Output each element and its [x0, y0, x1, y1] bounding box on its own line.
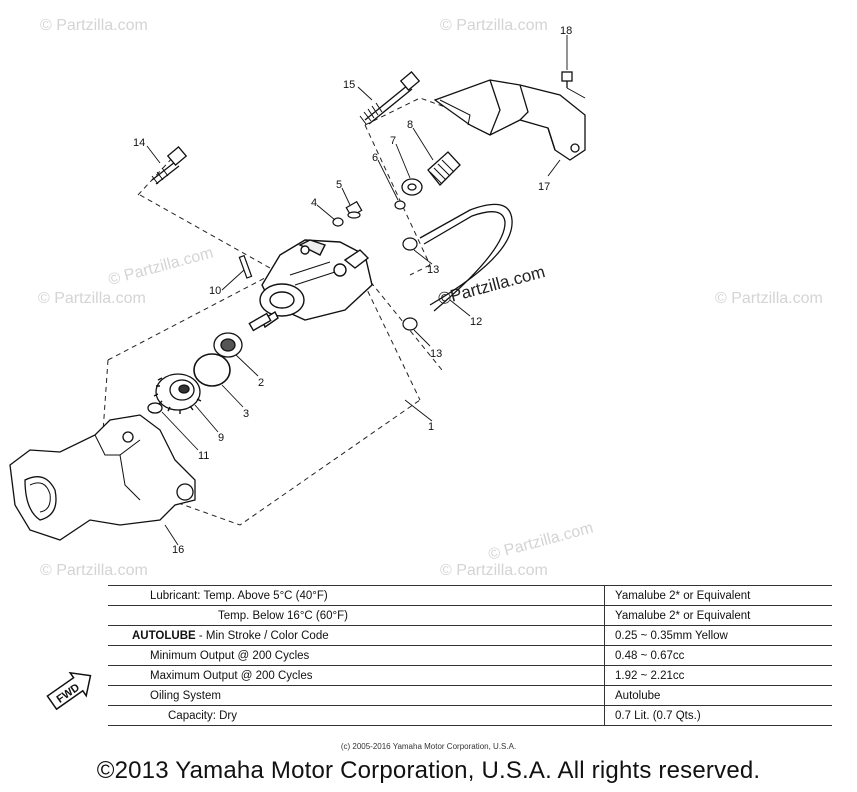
- table-row: Capacity: Dry 0.7 Lit. (0.7 Qts.): [108, 705, 832, 726]
- callout-8: 8: [407, 119, 413, 131]
- callout-2: 2: [258, 377, 264, 389]
- callout-13-lower: 13: [430, 348, 442, 360]
- spec-label: AUTOLUBE - Min Stroke / Color Code: [108, 625, 605, 646]
- spec-value: 0.48 ~ 0.67cc: [604, 645, 832, 666]
- bracket-17: [433, 79, 586, 161]
- watermark: © Partzilla.com: [40, 17, 148, 34]
- watermark: © Partzilla.com: [440, 562, 548, 579]
- spec-value: Autolube: [604, 685, 832, 706]
- ring-6: [394, 200, 406, 210]
- table-row: Minimum Output @ 200 Cycles 0.48 ~ 0.67c…: [108, 645, 832, 666]
- watermark: © Partzilla.com: [715, 290, 823, 307]
- callout-labels: 1 2 3 4 5 6 7 8 9 10 11 12 13 13 14 15 1…: [133, 25, 572, 556]
- callout-6: 6: [372, 152, 378, 164]
- autolube-label: AUTOLUBE: [132, 629, 196, 642]
- table-row: Lubricant: Temp. Above 5°C (40°F) Yamalu…: [108, 585, 832, 606]
- callout-5: 5: [336, 179, 342, 191]
- spec-label-suffix: - Min Stroke / Color Code: [195, 629, 329, 642]
- spec-value: 0.7 Lit. (0.7 Qts.): [604, 705, 832, 726]
- washer-4: [332, 217, 344, 227]
- spec-label: Temp. Below 16°C (60°F): [108, 605, 605, 626]
- spec-value: Yamalube 2* or Equivalent: [604, 585, 832, 606]
- fitting-8: [427, 151, 461, 186]
- watermark: © Partzilla.com: [40, 562, 148, 579]
- callout-13-upper: 13: [427, 264, 439, 276]
- fwd-arrow-icon: FWD: [46, 671, 92, 711]
- spec-label: Maximum Output @ 200 Cycles: [108, 665, 605, 686]
- washer-7: [401, 178, 423, 196]
- hose-clip-13: [402, 237, 418, 331]
- bolt-5: [345, 200, 363, 219]
- callout-9: 9: [218, 432, 224, 444]
- watermark: © Partzilla.com: [487, 520, 596, 564]
- oil-pump-exploded-diagram: © Partzilla.com © Partzilla.com © Partzi…: [9, 17, 823, 579]
- table-row: Maximum Output @ 200 Cycles 1.92 ~ 2.21c…: [108, 665, 832, 686]
- oil-hose-12: [419, 203, 513, 312]
- watermark: © Partzilla.com: [107, 245, 216, 289]
- callout-10: 10: [209, 285, 221, 297]
- callout-1: 1: [428, 421, 434, 433]
- callout-3: 3: [243, 408, 249, 420]
- spec-label: Lubricant: Temp. Above 5°C (40°F): [108, 585, 605, 606]
- spec-value: Yamalube 2* or Equivalent: [604, 605, 832, 626]
- drive-gear-9: [153, 373, 202, 414]
- spec-label: Minimum Output @ 200 Cycles: [108, 645, 605, 666]
- spec-label: Capacity: Dry: [108, 705, 605, 726]
- o-ring-3: [193, 353, 231, 387]
- table-row: Temp. Below 16°C (60°F) Yamalube 2* or E…: [108, 605, 832, 626]
- leader-lines: [146, 35, 568, 546]
- callout-16: 16: [172, 544, 184, 556]
- table-row: Oiling System Autolube: [108, 685, 832, 706]
- pin-10: [238, 254, 253, 279]
- callout-11: 11: [198, 450, 209, 462]
- table-row: AUTOLUBE - Min Stroke / Color Code 0.25 …: [108, 625, 832, 646]
- lubrication-spec-table: Lubricant: Temp. Above 5°C (40°F) Yamalu…: [108, 585, 832, 726]
- spec-value: 1.92 ~ 2.21cc: [604, 665, 832, 686]
- spec-label: Oiling System: [108, 685, 605, 706]
- watermark: © Partzilla.com: [38, 290, 146, 307]
- bolt-14: [151, 145, 188, 185]
- callout-15: 15: [343, 79, 355, 91]
- oil-pump-body: [248, 239, 373, 332]
- small-copyright-notice: (c) 2005-2016 Yamaha Motor Corporation, …: [340, 742, 517, 751]
- clip-11: [147, 402, 163, 414]
- callout-14: 14: [133, 137, 145, 149]
- bolt-15: [359, 70, 421, 125]
- housing-16: [9, 414, 196, 541]
- callout-4: 4: [311, 197, 317, 209]
- watermark: © Partzilla.com: [440, 17, 548, 34]
- callout-18: 18: [560, 25, 572, 37]
- callout-12: 12: [470, 316, 482, 328]
- oil-seal-2: [213, 332, 243, 358]
- callout-7: 7: [390, 135, 396, 147]
- bolt-18: [561, 71, 586, 99]
- copyright-notice: ©2013 Yamaha Motor Corporation, U.S.A. A…: [96, 757, 761, 784]
- spec-value: 0.25 ~ 0.35mm Yellow: [604, 625, 832, 646]
- callout-17: 17: [538, 181, 550, 193]
